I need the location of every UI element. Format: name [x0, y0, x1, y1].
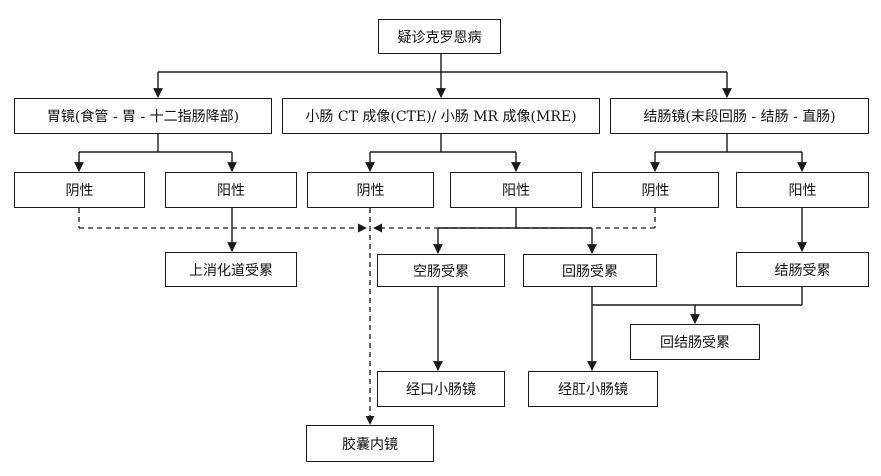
node-upper-gi-involved-label: 上消化道受累 — [189, 262, 273, 279]
node-gastroscopy-label: 胃镜(食管 - 胃 - 十二指肠降部) — [46, 109, 240, 125]
node-jejunum-involved-label: 空肠受累 — [413, 263, 469, 280]
node-colono-positive: 阳性 — [736, 172, 869, 208]
node-root-label: 疑诊克罗恩病 — [397, 29, 482, 46]
node-colono-negative-label: 阴性 — [641, 183, 670, 199]
node-small-bowel-imaging: 小肠 CT 成像(CTE)/ 小肠 MR 成像(MRE) — [282, 98, 600, 134]
node-colono-negative: 阴性 — [592, 172, 719, 208]
node-upper-gi-involved: 上消化道受累 — [165, 252, 297, 287]
node-gastro-negative-label: 阴性 — [65, 183, 94, 199]
node-gastroscopy: 胃镜(食管 - 胃 - 十二指肠降部) — [14, 98, 272, 134]
node-imaging-positive-label: 阳性 — [502, 183, 530, 199]
node-colon-involved: 结肠受累 — [736, 252, 869, 287]
node-colono-positive-label: 阳性 — [788, 183, 817, 199]
node-colonoscopy: 结肠镜(末段回肠 - 结肠 - 直肠) — [610, 98, 869, 134]
node-imaging-positive: 阳性 — [450, 172, 582, 208]
node-gastro-negative: 阴性 — [14, 172, 145, 208]
node-jejunum-involved: 空肠受累 — [377, 254, 505, 287]
node-colonoscopy-label: 结肠镜(末段回肠 - 结肠 - 直肠) — [643, 109, 836, 125]
node-ileum-involved: 回肠受累 — [523, 254, 657, 287]
node-capsule-endoscopy: 胶囊内镜 — [306, 425, 434, 462]
node-imaging-negative-label: 阴性 — [356, 183, 385, 199]
node-gastro-positive: 阳性 — [165, 172, 297, 208]
node-anal-enteroscopy-label: 经肛小肠镜 — [558, 382, 628, 398]
node-small-bowel-imaging-label: 小肠 CT 成像(CTE)/ 小肠 MR 成像(MRE) — [305, 109, 577, 125]
node-ileocolon-involved-label: 回结肠受累 — [660, 335, 730, 351]
node-ileocolon-involved: 回结肠受累 — [630, 324, 760, 360]
node-capsule-endoscopy-label: 胶囊内镜 — [342, 436, 398, 453]
node-gastro-positive-label: 阳性 — [217, 183, 245, 199]
node-oral-enteroscopy-label: 经口小肠镜 — [406, 382, 476, 398]
node-root: 疑诊克罗恩病 — [378, 19, 501, 54]
node-oral-enteroscopy: 经口小肠镜 — [377, 371, 505, 407]
node-colon-involved-label: 结肠受累 — [774, 262, 831, 279]
node-anal-enteroscopy: 经肛小肠镜 — [528, 371, 658, 407]
node-imaging-negative: 阴性 — [307, 172, 434, 208]
node-ileum-involved-label: 回肠受累 — [562, 263, 618, 280]
